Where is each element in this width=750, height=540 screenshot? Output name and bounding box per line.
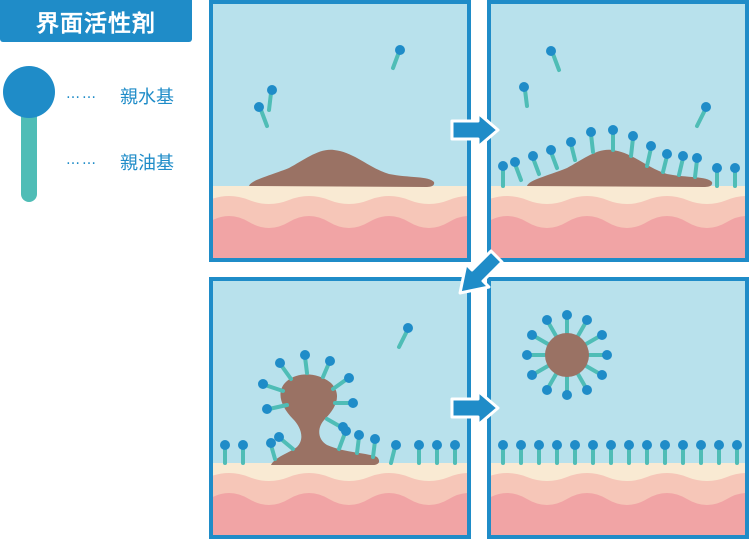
panel-3 — [209, 277, 471, 539]
surfactant-surface-layer — [498, 440, 742, 465]
dirt-blob — [527, 149, 713, 187]
legend-leader-lipophilic: …… — [66, 152, 98, 168]
arrow-right-icon — [450, 111, 500, 149]
micelle-dirt — [545, 333, 589, 377]
legend-label-hydrophilic: 親水基 — [120, 87, 174, 108]
skin-deep-layer — [213, 216, 467, 258]
panel-1 — [209, 0, 471, 262]
panel-4 — [487, 277, 749, 539]
panel-2 — [487, 0, 749, 262]
surfactant-floating — [254, 45, 405, 128]
dirt-blob — [249, 149, 435, 187]
dirt-lifting — [271, 374, 380, 465]
legend-label-lipophilic: 親油基 — [120, 153, 174, 174]
arrow-down-left-icon — [458, 249, 504, 295]
surfactant-adsorbed — [220, 350, 460, 465]
diagram-title: 界面活性剤 — [0, 0, 192, 42]
legend-leader-hydrophilic: …… — [66, 86, 98, 102]
arrow-right-icon — [450, 389, 500, 427]
surfactant-legend-icon — [3, 66, 55, 202]
surfactant-adsorbed — [498, 125, 740, 188]
surfactant-floating — [519, 46, 711, 128]
surfactant-floating — [397, 323, 413, 349]
